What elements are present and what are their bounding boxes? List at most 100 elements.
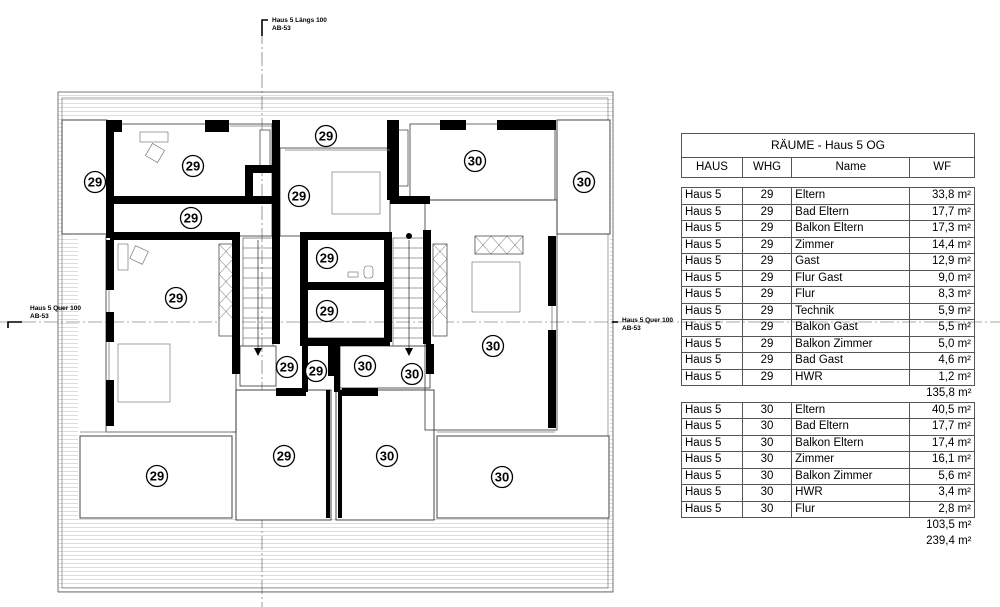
cell-haus: Haus 5 xyxy=(681,335,743,353)
room-tag-circle xyxy=(304,359,328,383)
header-wf: WF xyxy=(909,157,975,178)
room-tag-label: 29 xyxy=(186,159,200,174)
room-tag-circle xyxy=(353,354,377,378)
walls xyxy=(106,120,556,518)
room-table: RÄUME - Haus 5 OG HAUS WHG Name WF Haus … xyxy=(681,133,975,549)
subtotal-29: 135,8 m² xyxy=(926,387,972,400)
subtotal-29-row: 135,8 m² xyxy=(682,386,975,403)
room-tag-label: 29 xyxy=(280,360,294,375)
room-tag-label: 29 xyxy=(319,129,333,144)
cell-wf: 4,6 m² xyxy=(909,352,975,370)
cell-wf: 40,5 m² xyxy=(909,401,975,419)
room-tag-circle xyxy=(400,362,424,386)
cell-haus: Haus 5 xyxy=(681,500,743,518)
cell-wf: 8,3 m² xyxy=(909,286,975,304)
cell-name: Gast xyxy=(791,253,911,271)
cell-haus: Haus 5 xyxy=(681,236,743,254)
room-tag-label: 29 xyxy=(320,251,334,266)
cell-whg: 29 xyxy=(741,302,793,320)
cell-haus: Haus 5 xyxy=(681,302,743,320)
cell-wf: 17,7 m² xyxy=(909,418,975,436)
room-tag-circle xyxy=(164,286,188,310)
room-tag-label: 30 xyxy=(577,175,591,190)
room-tag-circle xyxy=(179,206,203,230)
room-tag-circle xyxy=(145,464,169,488)
cell-name: Zimmer xyxy=(791,451,911,469)
table-title: RÄUME - Haus 5 OG xyxy=(681,133,975,158)
cell-name: HWR xyxy=(791,484,911,502)
cell-whg: 29 xyxy=(741,368,793,386)
cell-whg: 29 xyxy=(741,203,793,221)
cell-haus: Haus 5 xyxy=(681,434,743,452)
subtotal-30: 103,5 m² xyxy=(926,519,972,532)
cell-wf: 14,4 m² xyxy=(909,236,975,254)
cell-whg: 29 xyxy=(741,335,793,353)
cell-wf: 17,3 m² xyxy=(909,220,975,238)
cell-name: Flur xyxy=(791,500,911,518)
cell-haus: Haus 5 xyxy=(681,451,743,469)
cell-name: Technik xyxy=(791,302,911,320)
cell-whg: 30 xyxy=(741,467,793,485)
room-tag-label: 29 xyxy=(88,175,102,190)
cell-wf: 33,8 m² xyxy=(909,187,975,205)
cell-wf: 12,9 m² xyxy=(909,253,975,271)
cell-haus: Haus 5 xyxy=(681,418,743,436)
cell-haus: Haus 5 xyxy=(681,319,743,337)
cell-whg: 29 xyxy=(741,236,793,254)
room-tag-label: 29 xyxy=(309,364,323,379)
cell-wf: 5,5 m² xyxy=(909,319,975,337)
cell-haus: Haus 5 xyxy=(681,286,743,304)
cell-name: Balkon Zimmer xyxy=(791,467,911,485)
section-markers xyxy=(7,19,618,328)
cell-haus: Haus 5 xyxy=(681,187,743,205)
subtotal-30-row: 103,5 m² xyxy=(682,518,975,534)
cell-whg: 29 xyxy=(741,352,793,370)
cell-name: Bad Eltern xyxy=(791,203,911,221)
cell-name: Balkon Zimmer xyxy=(791,335,911,353)
furniture xyxy=(117,131,521,403)
cell-whg: 29 xyxy=(741,220,793,238)
cell-whg: 30 xyxy=(741,484,793,502)
cell-whg: 29 xyxy=(741,319,793,337)
room-tag-label: 29 xyxy=(277,449,291,464)
cell-haus: Haus 5 xyxy=(681,203,743,221)
cell-whg: 30 xyxy=(741,401,793,419)
cell-wf: 5,0 m² xyxy=(909,335,975,353)
room-tag-label: 30 xyxy=(358,359,372,374)
cell-whg: 30 xyxy=(741,418,793,436)
cell-haus: Haus 5 xyxy=(681,269,743,287)
room-tag-label: 30 xyxy=(380,449,394,464)
cell-name: Bad Gast xyxy=(791,352,911,370)
table-header-row: HAUS WHG Name WF xyxy=(681,157,975,178)
room-tag-label: 29 xyxy=(169,291,183,306)
room-tag-circle xyxy=(315,299,339,323)
room-tag-label: 30 xyxy=(468,154,482,169)
cell-name: Bad Eltern xyxy=(791,418,911,436)
room-tag-circle xyxy=(463,149,487,173)
room-tag-label: 30 xyxy=(495,470,509,485)
room-tag-circle xyxy=(375,444,399,468)
shaft-crosses xyxy=(218,235,524,320)
cell-wf: 9,0 m² xyxy=(909,269,975,287)
cell-haus: Haus 5 xyxy=(681,253,743,271)
room-tag-circle xyxy=(272,444,296,468)
cell-name: Balkon Gast xyxy=(791,319,911,337)
cell-haus: Haus 5 xyxy=(681,352,743,370)
cell-name: Zimmer xyxy=(791,236,911,254)
room-tag-label: 30 xyxy=(486,339,500,354)
room-tag-circle xyxy=(481,334,505,358)
room-tag-label: 30 xyxy=(405,367,419,382)
